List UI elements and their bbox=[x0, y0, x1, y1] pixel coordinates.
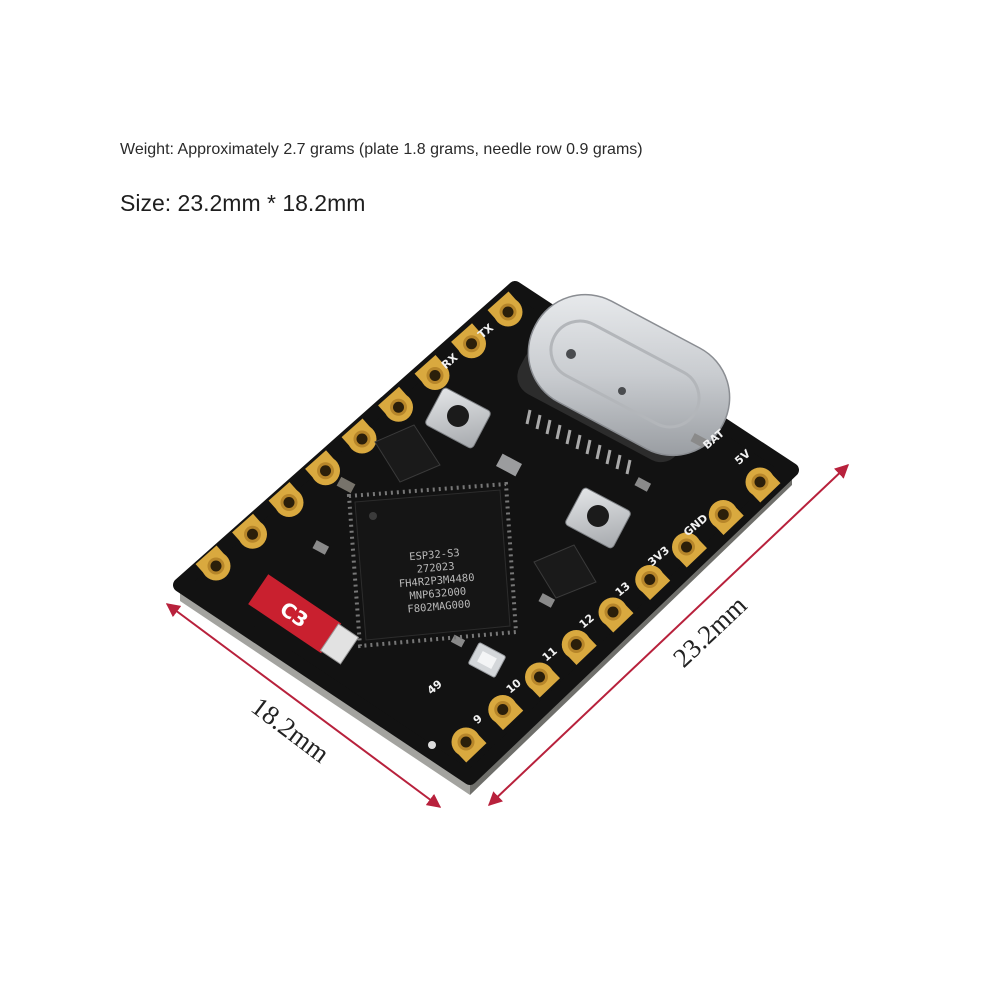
fiducial-mark bbox=[428, 741, 436, 749]
button-cap bbox=[447, 405, 469, 427]
width-label: 18.2mm bbox=[246, 691, 335, 769]
pin-pad bbox=[195, 545, 231, 581]
pad-hole bbox=[466, 338, 477, 350]
pin-pad bbox=[488, 695, 524, 731]
pad-hole bbox=[717, 509, 729, 520]
pad-hole bbox=[497, 704, 509, 715]
pad-hole bbox=[754, 476, 766, 488]
length-arrow bbox=[487, 464, 850, 806]
pin-pad bbox=[232, 513, 267, 549]
usb-c-legs bbox=[525, 409, 632, 475]
pad-hole bbox=[570, 639, 582, 650]
pin-pad bbox=[561, 630, 597, 666]
pin-pad bbox=[451, 727, 487, 763]
capacitor bbox=[690, 433, 708, 448]
pin-pad bbox=[598, 597, 634, 633]
pad-hole bbox=[607, 606, 619, 618]
pad-hole bbox=[320, 465, 331, 477]
usb-c-opening bbox=[549, 319, 701, 429]
pad-hole bbox=[644, 574, 656, 585]
length-label: 23.2mm bbox=[667, 590, 752, 673]
size-text: Size: 23.2mm * 18.2mm bbox=[120, 190, 366, 216]
pin-pad bbox=[708, 500, 744, 536]
pad-hole bbox=[429, 370, 441, 381]
boot-button[interactable] bbox=[424, 387, 491, 449]
pad-hole bbox=[534, 671, 545, 683]
pad-hole bbox=[460, 736, 472, 748]
usb-c-connector[interactable] bbox=[509, 275, 750, 475]
esp32-s3-chip: ESP32-S3 272023 FH4R2P3M4480 MNP632000 F… bbox=[346, 481, 519, 649]
pin-pad bbox=[305, 450, 340, 486]
pad-hole bbox=[681, 541, 692, 553]
pad-hole bbox=[210, 560, 222, 572]
usb-c-shell-hole bbox=[618, 387, 626, 395]
capacitor bbox=[312, 540, 330, 555]
pin-pad bbox=[414, 354, 450, 390]
pin-pad bbox=[487, 291, 523, 327]
pin-pad bbox=[451, 323, 486, 359]
button-cap bbox=[587, 505, 609, 527]
pad-hole bbox=[393, 401, 404, 413]
usb-c-shell-hole bbox=[566, 349, 576, 359]
capacitor bbox=[336, 476, 356, 494]
chip-pin1-dot bbox=[369, 512, 377, 520]
usb-c-shell bbox=[527, 293, 731, 457]
pad-hole bbox=[283, 497, 295, 508]
width-arrow bbox=[165, 603, 442, 808]
chip-marking-line: 272023 bbox=[416, 560, 455, 575]
pad-hole bbox=[247, 528, 258, 540]
pin-pad bbox=[268, 481, 304, 517]
pin-pad bbox=[745, 467, 781, 503]
pin-pad bbox=[635, 565, 671, 601]
pad-hole bbox=[502, 306, 514, 318]
pin-pad bbox=[525, 662, 560, 698]
pin-pad bbox=[378, 386, 413, 422]
chip-marking-line: MNP632000 bbox=[409, 586, 467, 603]
pad-hole bbox=[356, 433, 368, 445]
chip-marking-line: ESP32-S3 bbox=[409, 547, 460, 563]
pin-pad bbox=[341, 418, 377, 454]
weight-text: Weight: Approximately 2.7 grams (plate 1… bbox=[120, 141, 643, 158]
regulator-chip bbox=[374, 424, 441, 483]
